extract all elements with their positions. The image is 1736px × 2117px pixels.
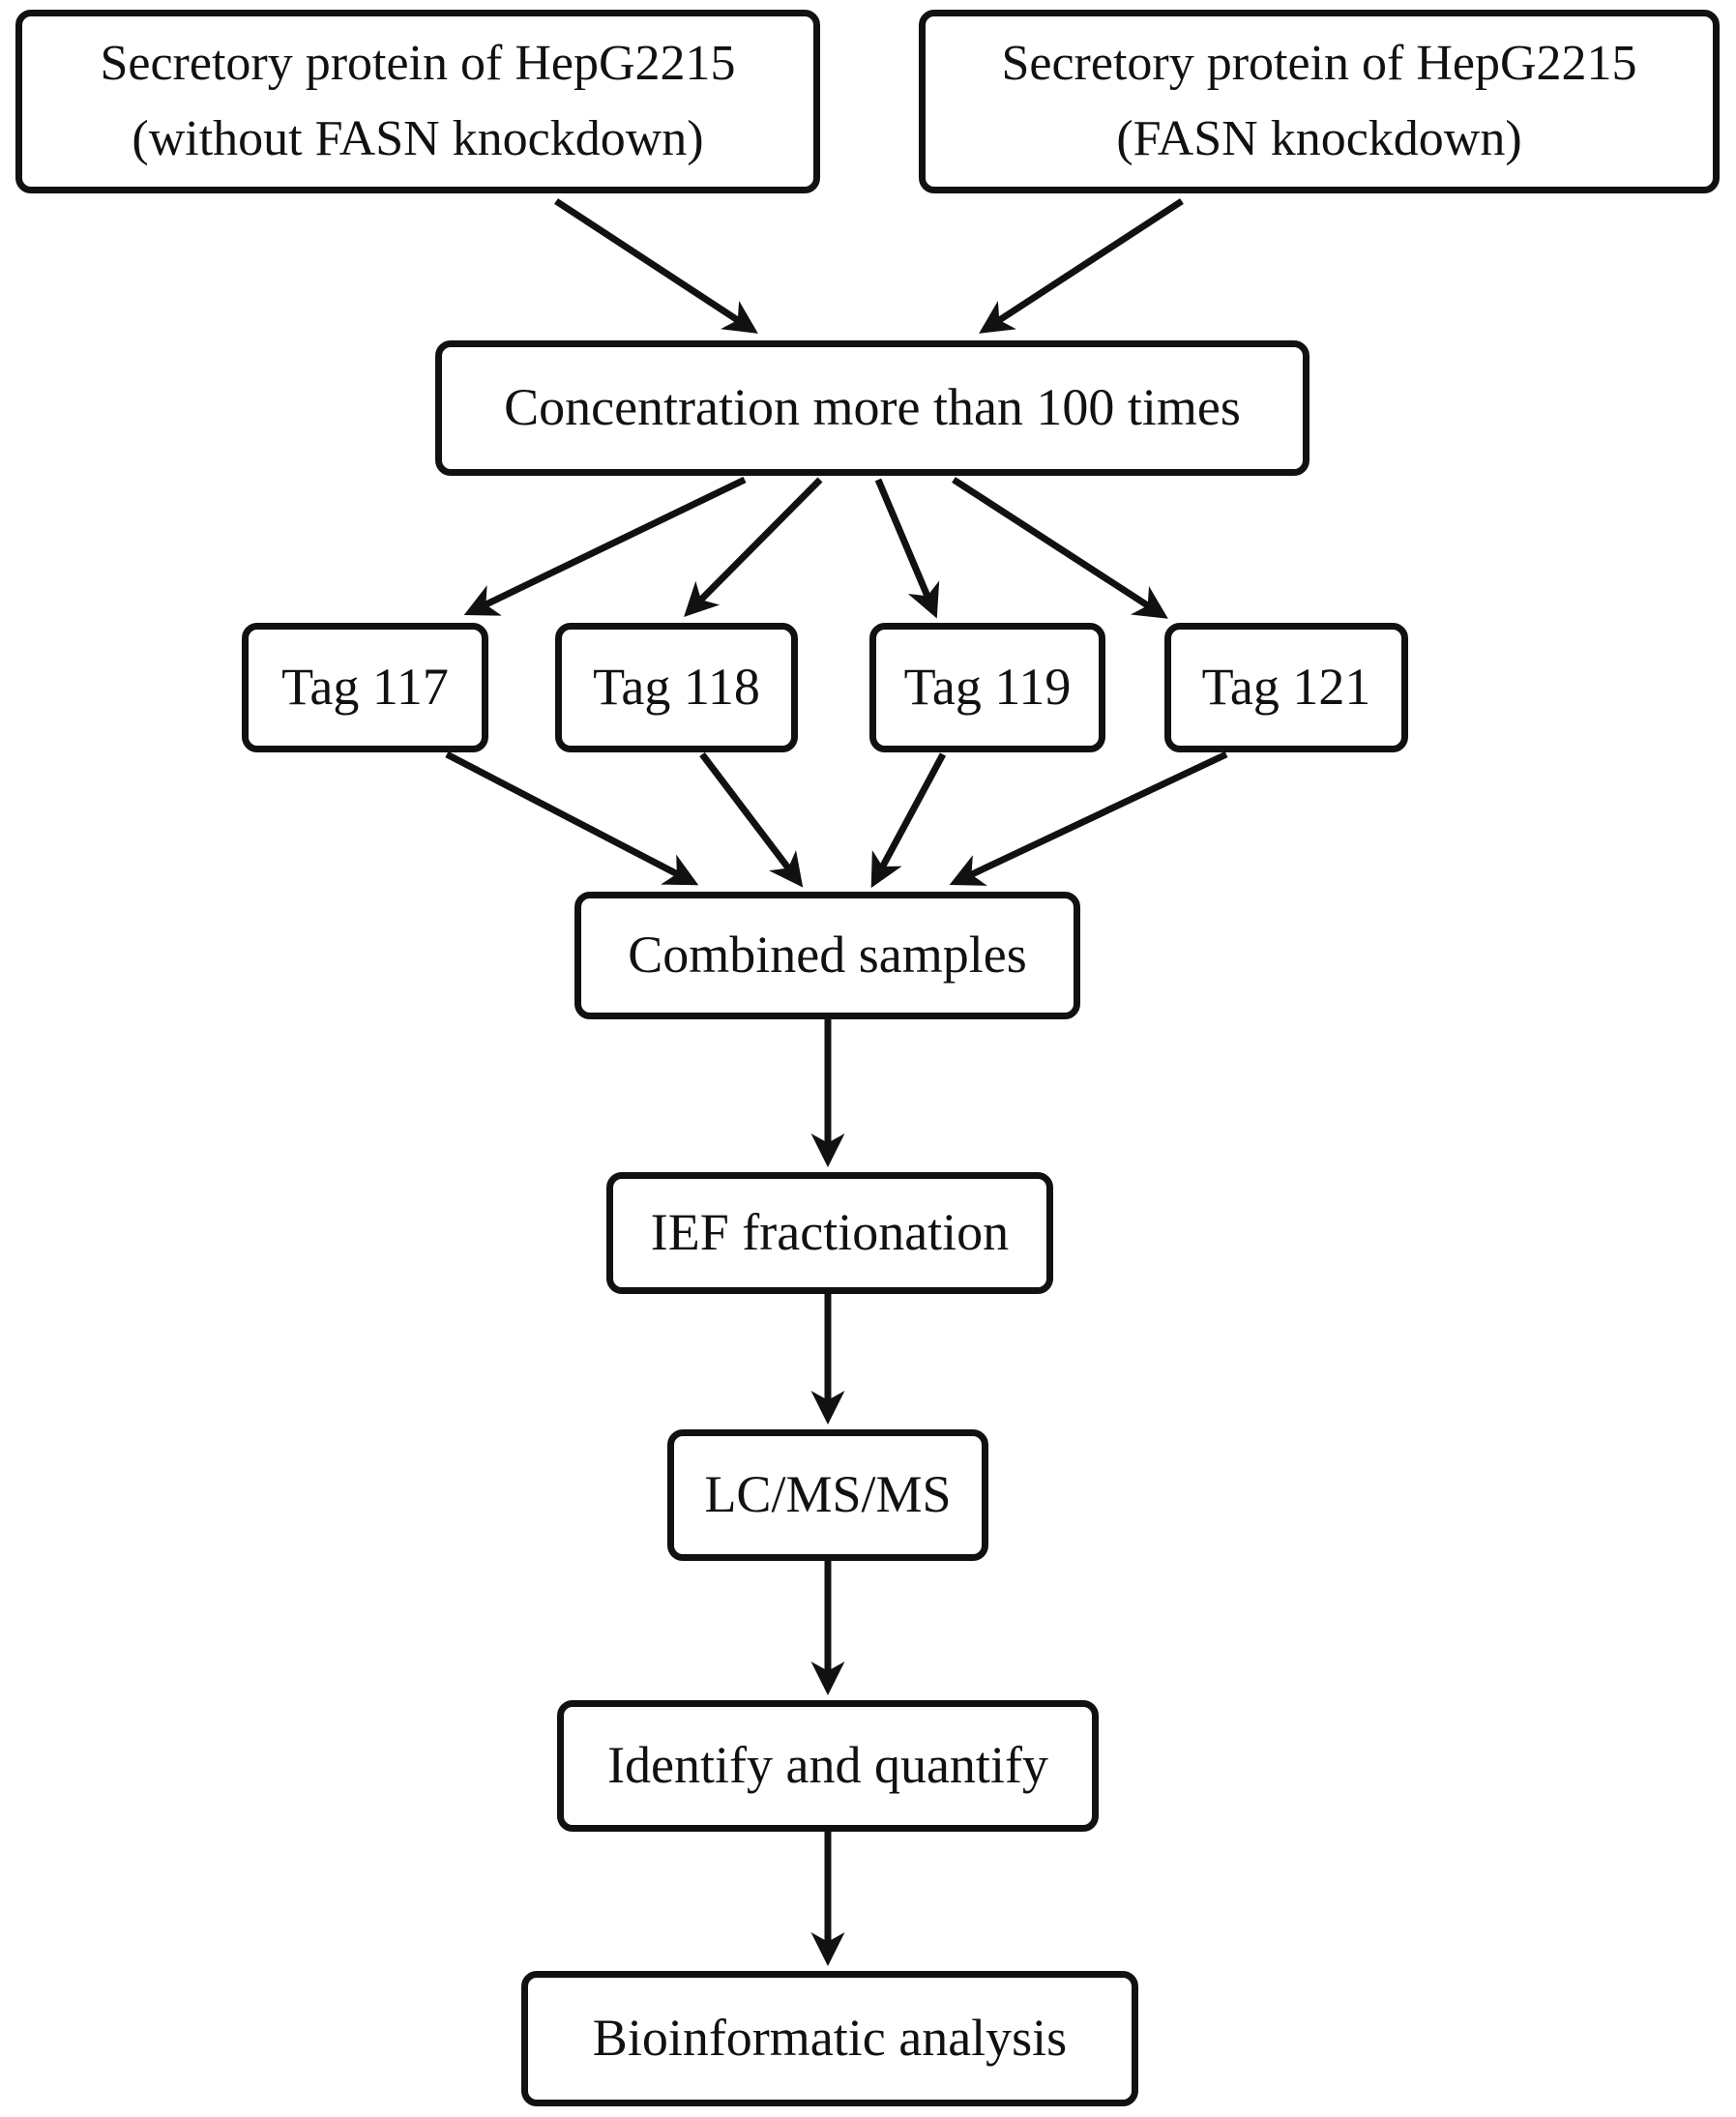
node-ief-fractionation-label: IEF fractionation — [650, 1203, 1010, 1262]
arrow-tag117-to-combined — [445, 750, 699, 886]
node-tag-121-label: Tag 121 — [1201, 658, 1371, 717]
node-tag-117: Tag 117 — [242, 623, 488, 752]
arrow-tag118-to-combined — [699, 751, 804, 888]
node-tag-119-label: Tag 119 — [903, 658, 1072, 717]
node-tag-119: Tag 119 — [869, 623, 1105, 752]
node-bioinformatic-analysis: Bioinformatic analysis — [521, 1971, 1138, 2106]
node-tag-121: Tag 121 — [1164, 623, 1408, 752]
node-identify-and-quantify-label: Identify and quantify — [607, 1736, 1048, 1795]
node-ief-fractionation: IEF fractionation — [606, 1172, 1053, 1294]
node-concentration: Concentration more than 100 times — [435, 340, 1309, 476]
arrow-concentration-to-tag119 — [874, 478, 940, 619]
arrow-source-knockdown-to-concentration — [979, 198, 1184, 334]
node-lc-ms-ms-label: LC/MS/MS — [704, 1465, 952, 1524]
node-source-without-knockdown-line1: Secretory protein of HepG2215 — [100, 36, 736, 91]
node-source-fasn-knockdown: Secretory protein of HepG2215 (FASN knoc… — [919, 10, 1720, 193]
node-concentration-label: Concentration more than 100 times — [504, 378, 1241, 437]
node-source-without-knockdown: Secretory protein of HepG2215 (without F… — [15, 10, 820, 193]
node-bioinformatic-analysis-label: Bioinformatic analysis — [592, 2009, 1068, 2068]
node-identify-and-quantify: Identify and quantify — [557, 1700, 1099, 1832]
node-tag-118: Tag 118 — [555, 623, 798, 752]
node-source-fasn-knockdown-line1: Secretory protein of HepG2215 — [1001, 36, 1637, 91]
arrow-tag121-to-combined — [949, 750, 1228, 886]
arrow-concentration-to-tag121 — [952, 477, 1168, 619]
node-combined-samples: Combined samples — [574, 892, 1080, 1019]
node-lc-ms-ms: LC/MS/MS — [667, 1429, 988, 1561]
arrow-concentration-to-tag117 — [463, 476, 747, 616]
arrow-concentration-to-tag118 — [684, 477, 823, 617]
node-source-fasn-knockdown-line2: (FASN knockdown) — [1116, 111, 1522, 166]
node-tag-117-label: Tag 117 — [281, 658, 449, 717]
arrow-tag119-to-combined — [870, 752, 947, 889]
node-tag-118-label: Tag 118 — [593, 658, 760, 717]
node-combined-samples-label: Combined samples — [628, 926, 1027, 985]
arrow-source-without-to-concentration — [554, 198, 758, 334]
node-source-without-knockdown-line2: (without FASN knockdown) — [132, 111, 704, 166]
